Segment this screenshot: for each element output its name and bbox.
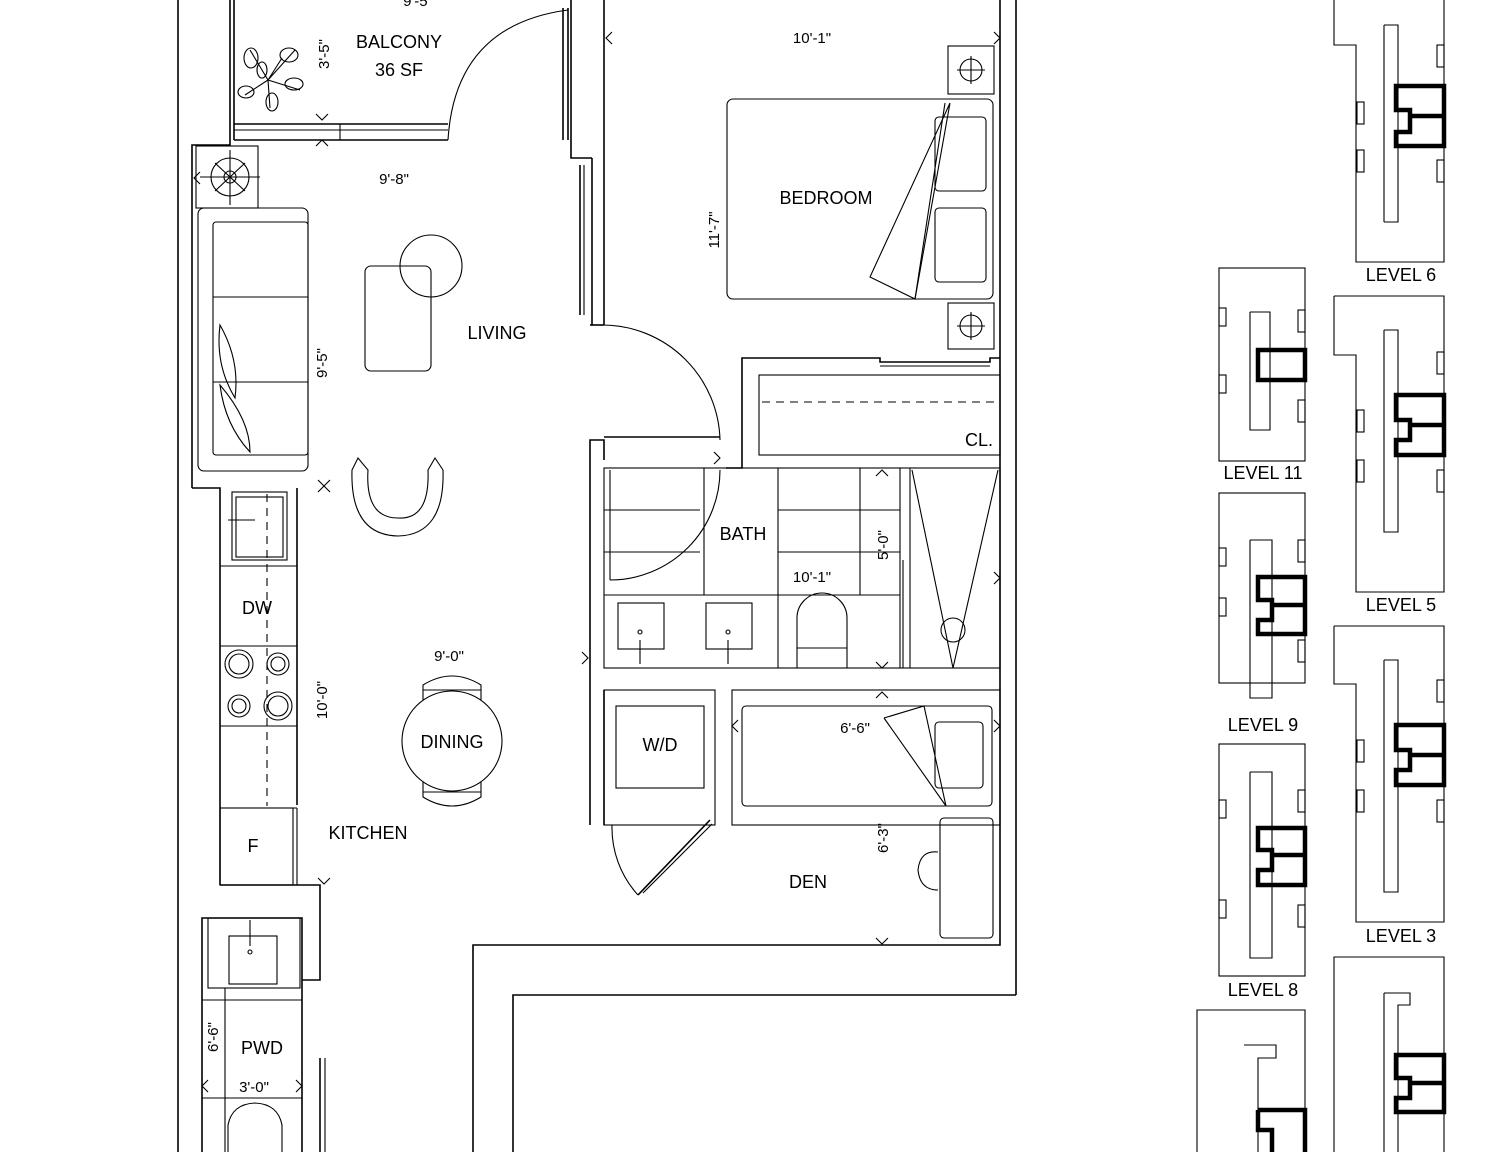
pwd-width-dimension: 3'-0" [239,1079,269,1096]
balcony-area-label: 36 SF [375,60,423,80]
kitchen-area [192,487,503,981]
kitchen-depth-dimension: 10'-0" [314,681,331,719]
bedroom-label: BEDROOM [779,188,872,208]
key-plan-level-9 [1218,492,1308,699]
dining-width-dimension: 9'-0" [434,648,464,665]
closet-label: CL. [965,430,993,450]
living-width-dimension: 9'-8" [379,171,409,188]
pwd-depth-dimension: 6'-6" [205,1022,222,1052]
bedroom-depth-dimension: 11'-7" [706,211,723,248]
closet-area [726,357,1001,469]
bath-area [589,324,1001,825]
bath-width-dimension: 10'-1" [793,569,831,586]
washer-dryer-label: W/D [643,735,678,755]
den-width-dimension: 6'-6" [840,720,870,737]
dishwasher-label: DW [242,598,272,618]
den-depth-dimension: 6'-3" [875,823,892,853]
bath-label: BATH [720,524,767,544]
key-plan-level-unnamed [1333,956,1447,1152]
key-plan-level-8 [1218,743,1308,977]
key-plan-label-level-9: LEVEL 9 [1228,715,1298,735]
balcony-width-dimension: 9'-5" [403,0,433,10]
key-plan-level-2 [1196,1009,1308,1152]
bedroom-area [579,45,995,350]
key-plan-label-level-11: LEVEL 11 [1223,463,1302,483]
kitchen-label: KITCHEN [328,823,407,843]
powder-room-area [201,917,326,1152]
fridge-label: F [248,836,259,856]
bedroom-width-dimension: 10'-1" [793,30,831,47]
key-plan-level-6 [1333,0,1447,263]
key-plan-label-level-3: LEVEL 3 [1366,926,1436,946]
key-plan-label-level-8: LEVEL 8 [1228,980,1298,1000]
key-plan-ticks [1218,44,1445,928]
plant-icon [237,47,304,112]
living-depth-dimension: 9'-5" [314,348,331,378]
dining-label: DINING [421,732,484,752]
living-label: LIVING [467,323,526,343]
powder-room-label: PWD [241,1038,283,1058]
key-plan-label-level-6: LEVEL 6 [1366,265,1436,285]
dimension-markers [193,31,1001,1093]
key-plan-level-3 [1333,625,1447,923]
key-plan-level-5 [1333,295,1447,593]
key-plan-level-11 [1218,267,1308,462]
balcony-label: BALCONY [356,32,442,52]
key-plan-label-level-5: LEVEL 5 [1366,595,1436,615]
balcony-depth-dimension: 3'-5" [316,39,333,69]
laundry-den-area [603,689,1001,939]
den-label: DEN [789,872,827,892]
balcony-area [233,0,569,141]
bath-depth-dimension: 5'-0" [875,530,892,560]
living-furniture [195,145,463,537]
